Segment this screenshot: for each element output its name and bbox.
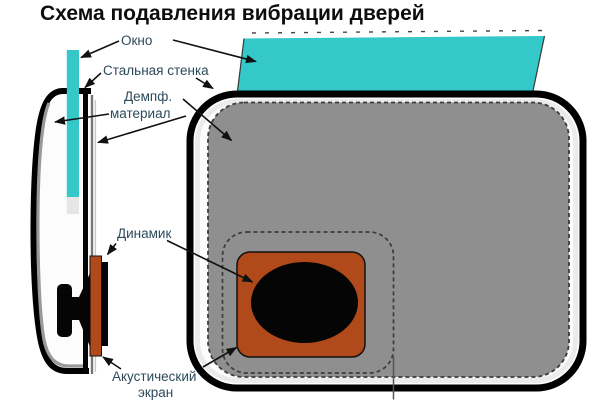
arrow-damping-to-side-skin (54, 113, 110, 125)
arrow-speaker-to-front (166, 239, 254, 283)
speaker-zone-dashed-outline (221, 231, 395, 374)
door-cross-section (30, 50, 108, 374)
speaker-front (251, 262, 358, 343)
page-title: Схема подавления вибрации дверей (40, 2, 425, 25)
acoustic-screen-side (89, 255, 102, 357)
arrow-damping-to-wall-layer (97, 115, 187, 144)
speaker-magnet-side (57, 284, 72, 337)
arrow-screen-to-side (102, 356, 122, 370)
arrow-window-to-front (172, 39, 257, 64)
label-acoustic-screen-line2: экран (138, 385, 173, 400)
window-left-edge (236, 38, 245, 92)
damping-material-lining (36, 102, 84, 368)
arrow-damping-to-front-panel (182, 98, 233, 142)
window-glass-front (237, 36, 545, 91)
door-inner-rim (195, 99, 578, 383)
arrow-speaker-to-side (106, 243, 117, 256)
arrow-steelwall-to-front (195, 77, 214, 90)
window-right-edge (532, 35, 546, 92)
arrow-screen-to-front (202, 346, 238, 368)
door-front-view (186, 29, 587, 400)
label-damping-line1: Демпф. (124, 89, 172, 104)
label-window: Окно (121, 33, 152, 48)
label-speaker: Динамик (117, 226, 171, 241)
arrow-window-to-side (80, 40, 120, 59)
label-steel-wall: Стальная стенка (103, 63, 209, 78)
window-glass-side-ghost (66, 197, 79, 214)
callout-arrows (54, 39, 257, 370)
callout-labels: Окно Стальная стенка Демпф. материал Дин… (103, 33, 209, 400)
window-hidden-edge-dashed (251, 29, 544, 34)
speaker-cone-side (72, 272, 91, 348)
arrow-steelwall-to-side (84, 72, 102, 89)
speaker-frame-side (101, 262, 108, 346)
window-glass-side (66, 50, 79, 197)
label-damping-line2: материал (110, 106, 170, 121)
label-acoustic-screen-line1: Акустический (112, 369, 196, 384)
